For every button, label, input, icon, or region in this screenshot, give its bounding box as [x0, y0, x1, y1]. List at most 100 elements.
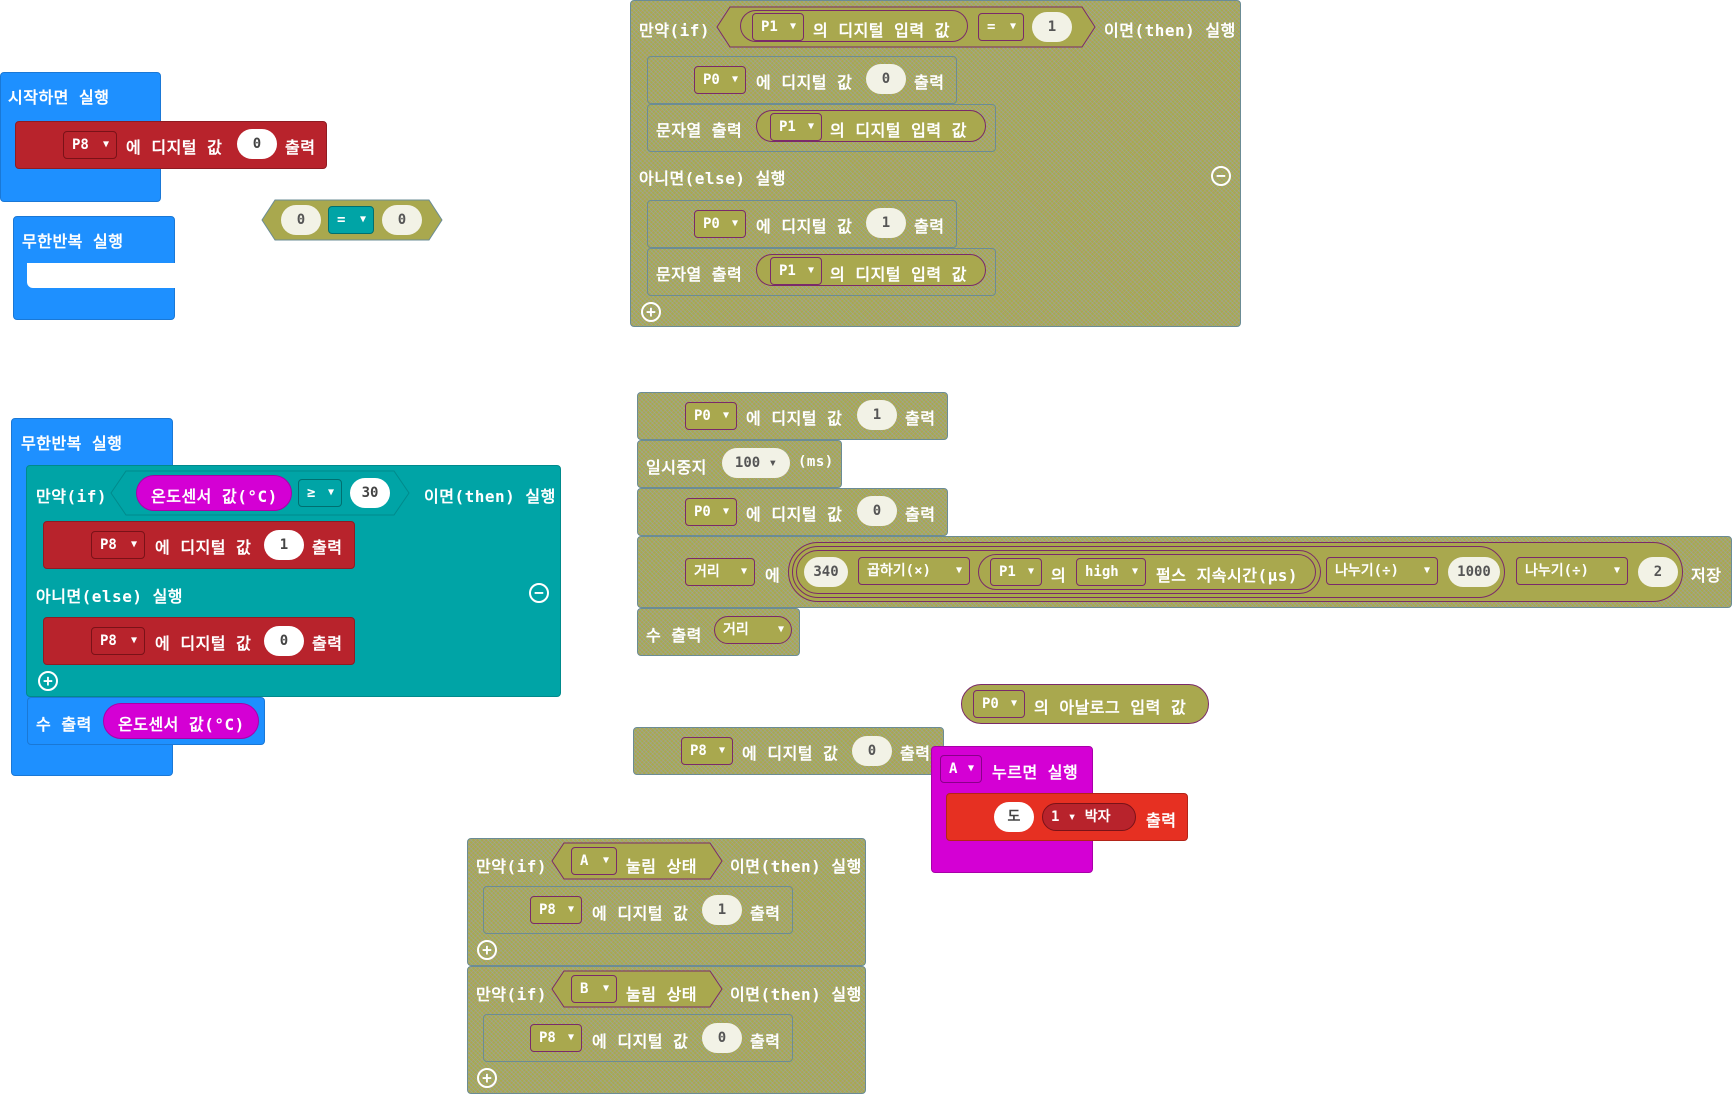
value-input[interactable]: 0: [857, 496, 897, 526]
on-button-label: 누르면 실행: [992, 763, 1079, 782]
add-else-icon[interactable]: +: [477, 1068, 497, 1088]
digital-write-text: 에 디지털 값: [746, 409, 843, 428]
pin-dropdown[interactable]: P8▼: [91, 531, 145, 559]
value-input[interactable]: 1: [866, 208, 906, 238]
then-label: 이면(then) 실행: [1104, 21, 1236, 40]
remove-else-icon[interactable]: −: [1211, 166, 1231, 186]
digital-read-text: 의 디지털 입력 값: [813, 21, 950, 40]
pin-dropdown[interactable]: P0▼: [694, 66, 746, 94]
pause-label: 일시중지: [646, 458, 707, 477]
if-label: 만약(if): [36, 487, 107, 506]
comparison-op[interactable]: =▼: [978, 13, 1024, 41]
button-state-label: 눌림 상태: [626, 985, 698, 1004]
variable-dropdown[interactable]: 거리▼: [685, 558, 755, 586]
comparison-op[interactable]: ≥▼: [298, 479, 342, 507]
digital-read-text: 의 디지털 입력 값: [830, 265, 967, 284]
pin-dropdown[interactable]: P8▼: [91, 627, 145, 655]
if-label: 만약(if): [476, 985, 547, 1004]
pin-dropdown[interactable]: P8▼: [530, 896, 582, 924]
value-input[interactable]: 0: [866, 64, 906, 94]
pulse-label: 펄스 지속시간(µs): [1156, 566, 1298, 585]
number-input[interactable]: 1000: [1448, 557, 1500, 587]
add-else-icon[interactable]: +: [641, 302, 661, 322]
on-start-label: 시작하면 실행: [8, 88, 110, 107]
digital-write-text: 에 디지털 값: [155, 634, 252, 653]
output-text: 출력: [905, 409, 936, 428]
number-input[interactable]: 340: [804, 557, 848, 587]
output-text: 출력: [312, 538, 343, 557]
compare-op[interactable]: =▼: [328, 206, 374, 234]
value-input[interactable]: 0: [702, 1023, 742, 1053]
output-text: 출력: [750, 904, 781, 923]
pin-dropdown[interactable]: P0▼: [694, 210, 746, 238]
add-else-icon[interactable]: +: [38, 671, 58, 691]
value-input[interactable]: 1: [857, 400, 897, 430]
threshold-input[interactable]: 30: [350, 478, 390, 508]
pin-dropdown[interactable]: P0▼: [973, 690, 1025, 718]
ms-label: (ms): [798, 454, 834, 470]
then-label: 이면(then) 실행: [730, 985, 862, 1004]
value-input[interactable]: 1: [702, 895, 742, 925]
show-string-label: 문자열 출력: [656, 121, 743, 140]
pin-dropdown[interactable]: P1▼: [770, 113, 822, 141]
output-text: 출력: [750, 1032, 781, 1051]
digital-write-text: 에 디지털 값: [592, 904, 689, 923]
digital-write-text: 에 디지털 값: [756, 73, 853, 92]
pin-dropdown[interactable]: P8▼: [681, 737, 733, 765]
number-input[interactable]: 2: [1638, 557, 1678, 587]
pin-dropdown[interactable]: P8▼: [530, 1024, 582, 1052]
operator-dropdown[interactable]: 곱하기(×)▼: [858, 557, 970, 585]
temperature-reporter[interactable]: 온도센서 값(°C): [136, 475, 292, 511]
pulse-level-dropdown[interactable]: high▼: [1076, 558, 1146, 586]
digital-write-text: 에 디지털 값: [126, 138, 223, 157]
digital-write-text: 에 디지털 값: [756, 217, 853, 236]
add-else-icon[interactable]: +: [477, 940, 497, 960]
value-input[interactable]: 0: [264, 626, 304, 656]
forever-temp-label: 무한반복 실행: [21, 434, 123, 453]
then-label: 이면(then) 실행: [424, 487, 556, 506]
pin-dropdown[interactable]: P8▼: [63, 131, 117, 159]
digital-write-text: 에 디지털 값: [742, 744, 839, 763]
pulse-of-label: 의: [1051, 566, 1067, 585]
remove-else-icon[interactable]: −: [529, 583, 549, 603]
digital-read-text: 의 디지털 입력 값: [830, 121, 967, 140]
digital-write-text: 에 디지털 값: [746, 505, 843, 524]
operator-dropdown[interactable]: 나누기(÷)▼: [1516, 557, 1628, 585]
forever-mouth: [27, 263, 175, 288]
output-text: 출력: [914, 217, 945, 236]
variable-dropdown[interactable]: 거리▼: [714, 616, 792, 644]
else-label: 아니면(else) 실행: [36, 587, 184, 606]
pin-dropdown[interactable]: P1▼: [990, 558, 1042, 586]
if-label: 만약(if): [476, 857, 547, 876]
temperature-reporter[interactable]: 온도센서 값(°C): [103, 703, 259, 739]
show-number-label: 수 출력: [646, 626, 702, 645]
pin-dropdown[interactable]: P1▼: [770, 257, 822, 285]
button-state-label: 눌림 상태: [626, 857, 698, 876]
value-input[interactable]: 0: [237, 129, 277, 159]
button-dropdown[interactable]: A▼: [940, 755, 982, 783]
output-text: 출력: [900, 744, 931, 763]
pause-dropdown[interactable]: 100 ▾: [722, 448, 790, 478]
forever-label: 무한반복 실행: [22, 232, 124, 251]
analog-read-text: 의 아날로그 입력 값: [1034, 698, 1187, 717]
output-text: 출력: [905, 505, 936, 524]
pin-dropdown[interactable]: P1▼: [752, 13, 804, 41]
show-string-label: 문자열 출력: [656, 265, 743, 284]
beat-dropdown[interactable]: 1 ▾ 박자: [1042, 803, 1136, 831]
button-dropdown[interactable]: B▼: [571, 975, 617, 1003]
compare-left[interactable]: 0: [281, 205, 321, 235]
pin-dropdown[interactable]: P0▼: [685, 402, 737, 430]
compare-right[interactable]: 0: [382, 205, 422, 235]
button-dropdown[interactable]: A▼: [571, 847, 617, 875]
show-number-label: 수 출력: [36, 715, 92, 734]
note-input[interactable]: 도: [994, 802, 1034, 832]
play-tone-output: 출력: [1146, 811, 1177, 830]
compare-value[interactable]: 1: [1032, 12, 1072, 42]
pin-dropdown[interactable]: P0▼: [685, 498, 737, 526]
value-input[interactable]: 1: [264, 530, 304, 560]
operator-dropdown[interactable]: 나누기(÷)▼: [1326, 557, 1438, 585]
value-input[interactable]: 0: [852, 736, 892, 766]
else-label: 아니면(else) 실행: [639, 169, 787, 188]
then-label: 이면(then) 실행: [730, 857, 862, 876]
output-text: 출력: [914, 73, 945, 92]
